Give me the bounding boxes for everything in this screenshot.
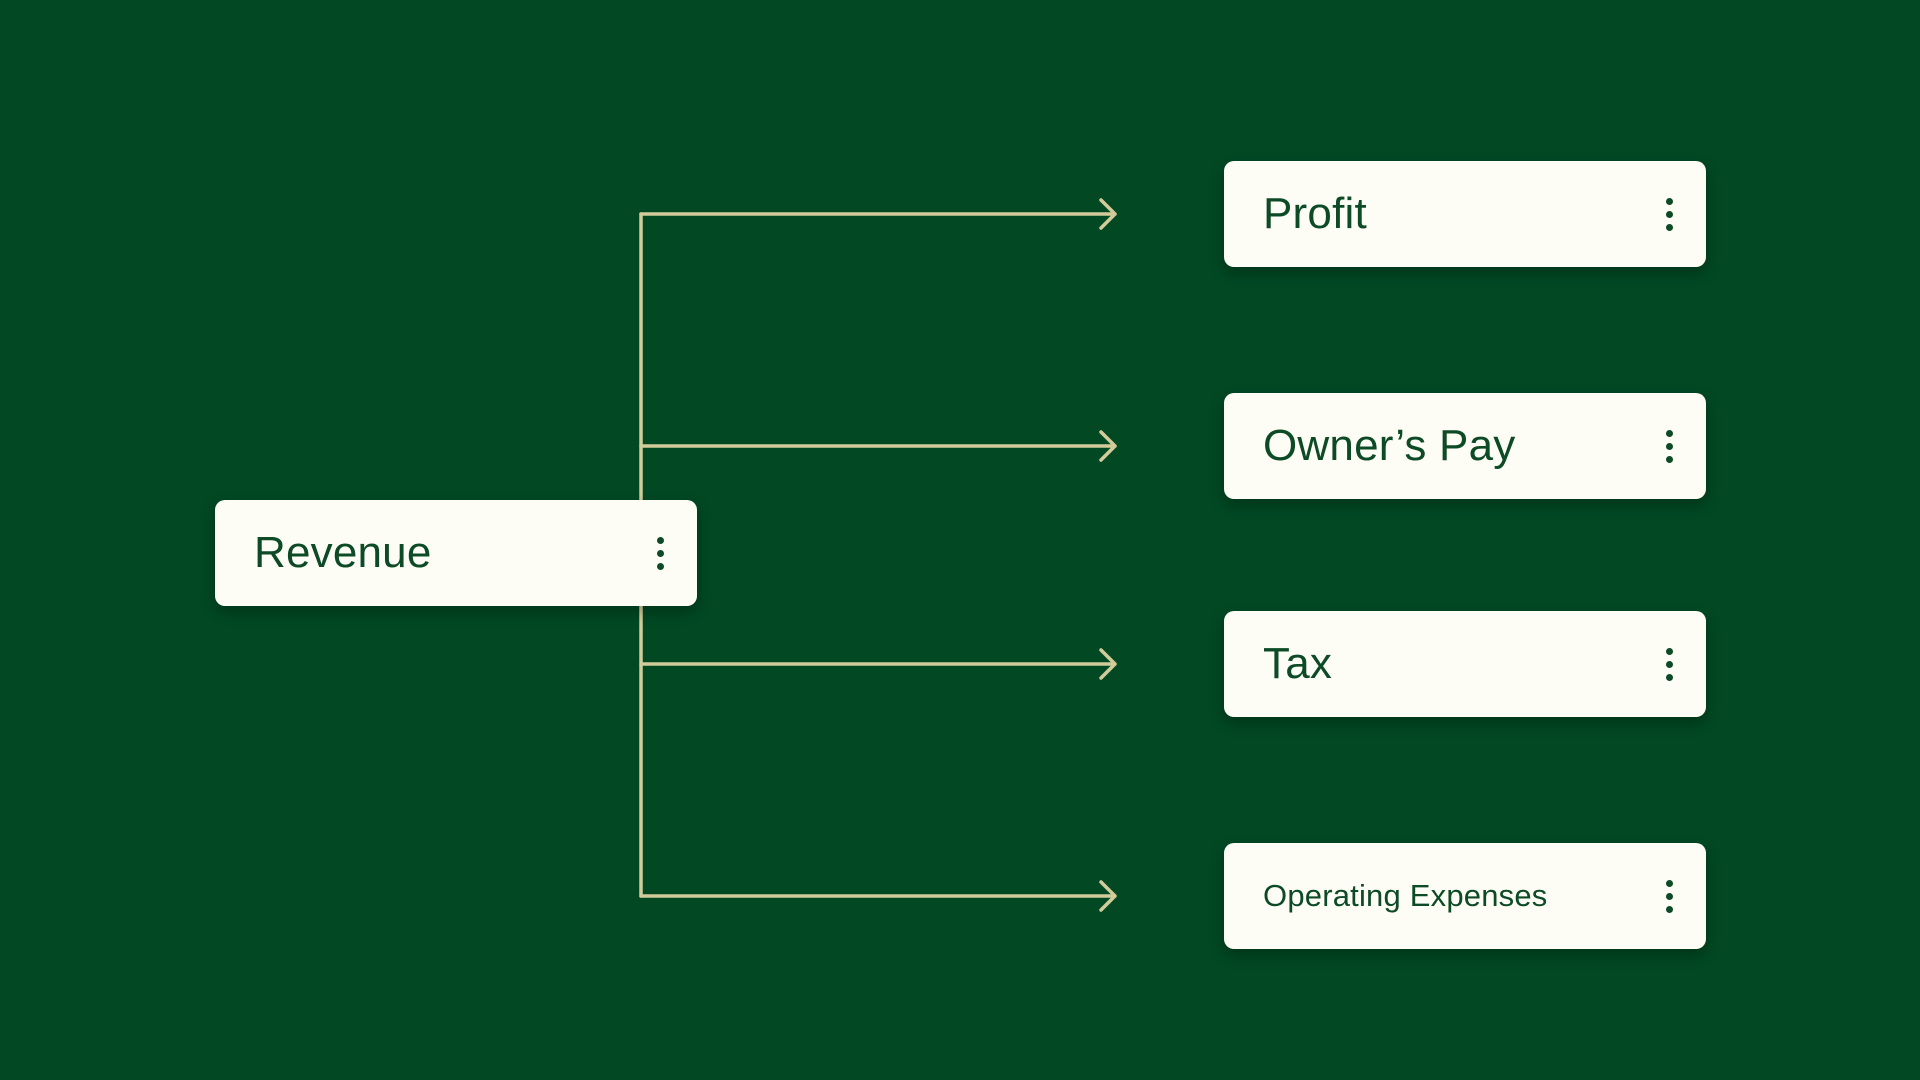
owners-pay-node[interactable]: Owner’s Pay (1224, 393, 1706, 499)
operating-expenses-label: Operating Expenses (1263, 878, 1548, 913)
kebab-vertical-icon[interactable] (1662, 194, 1676, 234)
kebab-vertical-icon[interactable] (1662, 644, 1676, 684)
profit-node[interactable]: Profit (1224, 161, 1706, 267)
arrow-to-tax (639, 648, 1117, 680)
arrow-to-profit (639, 198, 1117, 230)
arrow-to-operating-expenses (639, 880, 1117, 912)
kebab-vertical-icon[interactable] (653, 533, 667, 573)
revenue-label: Revenue (254, 528, 432, 577)
profit-label: Profit (1263, 189, 1367, 238)
operating-expenses-node[interactable]: Operating Expenses (1224, 843, 1706, 949)
tax-label: Tax (1263, 639, 1333, 688)
kebab-vertical-icon[interactable] (1662, 876, 1676, 916)
arrow-to-owners-pay (639, 430, 1117, 462)
owners-pay-label: Owner’s Pay (1263, 421, 1516, 470)
revenue-node[interactable]: Revenue (215, 500, 697, 606)
tax-node[interactable]: Tax (1224, 611, 1706, 717)
kebab-vertical-icon[interactable] (1662, 426, 1676, 466)
